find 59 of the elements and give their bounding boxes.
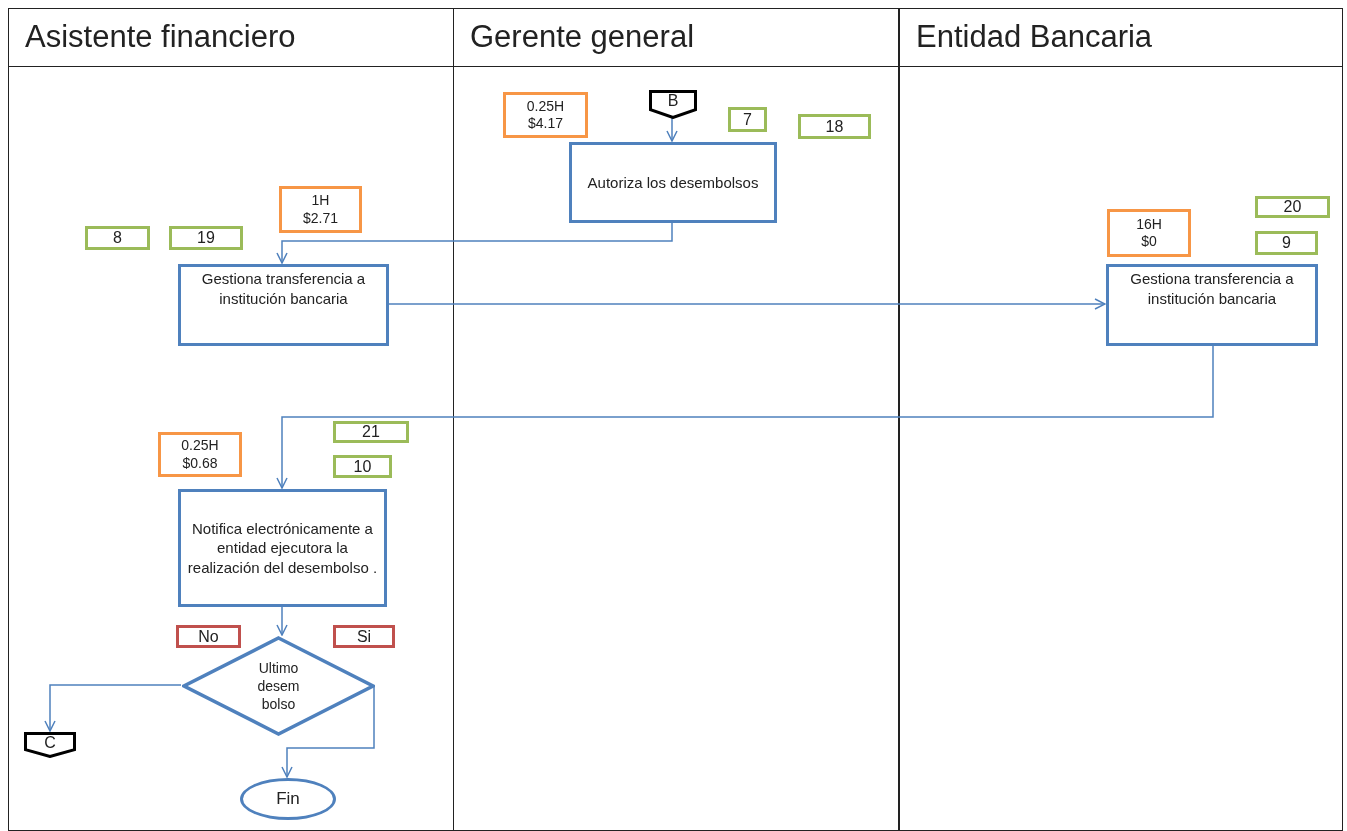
time-cost-tag xyxy=(158,432,242,477)
arrow xyxy=(387,298,1106,310)
step-number: 9 xyxy=(1282,233,1291,253)
process-box xyxy=(1106,264,1318,346)
step-number-tag xyxy=(1255,231,1318,255)
step-number-tag xyxy=(728,107,767,132)
arrow xyxy=(281,684,375,778)
time-label: 16H xyxy=(1136,215,1162,233)
arrow xyxy=(276,605,288,636)
process-box xyxy=(178,489,387,607)
step-number: 19 xyxy=(197,228,215,248)
step-number: 8 xyxy=(113,228,122,248)
decision-answer-tag xyxy=(333,625,395,648)
lane-title: Asistente financiero xyxy=(25,19,296,55)
time-cost-tag xyxy=(503,92,588,138)
answer-label: No xyxy=(198,626,219,647)
step-number: 18 xyxy=(825,116,844,137)
step-number-tag xyxy=(333,455,392,478)
step-number: 21 xyxy=(362,422,380,442)
lane-title: Gerente general xyxy=(470,19,695,55)
decision-text: Ultimo desem bolso xyxy=(256,658,301,714)
process-text: Gestiona transferencia a institución bancaria xyxy=(200,269,367,308)
decision-answer-tag xyxy=(176,625,241,648)
off-page-connector xyxy=(24,732,76,758)
step-number-tag xyxy=(85,226,150,250)
step-number: 10 xyxy=(353,456,372,477)
swimlane xyxy=(453,8,899,831)
time-label: 1H xyxy=(311,192,330,210)
process-text: Notifica electrónicamente a entidad ejecutora la realización del desembolso . xyxy=(187,518,378,578)
cost-label: $4.17 xyxy=(527,115,563,133)
arrow xyxy=(44,684,182,732)
arrow xyxy=(276,221,673,264)
time-cost-tag xyxy=(1107,209,1191,257)
step-number-tag xyxy=(333,421,409,443)
cost-label: $0 xyxy=(1141,233,1157,251)
answer-label: Si xyxy=(356,626,372,647)
terminator-text: Fin xyxy=(276,789,300,809)
step-number: 7 xyxy=(743,109,752,130)
cost-label: $2.71 xyxy=(302,209,338,227)
lane-title: Entidad Bancaria xyxy=(916,19,1153,55)
cost-label: $0.68 xyxy=(182,454,218,472)
swimlane xyxy=(899,8,1343,831)
time-label: 0.25H xyxy=(181,437,219,455)
step-number-tag xyxy=(798,114,871,139)
process-text: Autoriza los desembolsos xyxy=(587,172,759,193)
swimlane xyxy=(8,8,454,831)
time-cost-tag xyxy=(279,186,362,233)
arrow xyxy=(666,117,678,142)
time-label: 0.25H xyxy=(526,97,565,115)
step-number: 20 xyxy=(1283,197,1302,217)
connector-letter: C xyxy=(44,733,56,752)
process-box xyxy=(569,142,777,223)
process-text: Gestiona transferencia a institución bancaria xyxy=(1129,269,1295,308)
process-box xyxy=(178,264,389,346)
step-number-tag xyxy=(169,226,243,250)
connector-letter: B xyxy=(667,91,679,110)
off-page-connector xyxy=(649,90,697,119)
step-number-tag xyxy=(1255,196,1330,218)
arrow xyxy=(276,344,1214,489)
